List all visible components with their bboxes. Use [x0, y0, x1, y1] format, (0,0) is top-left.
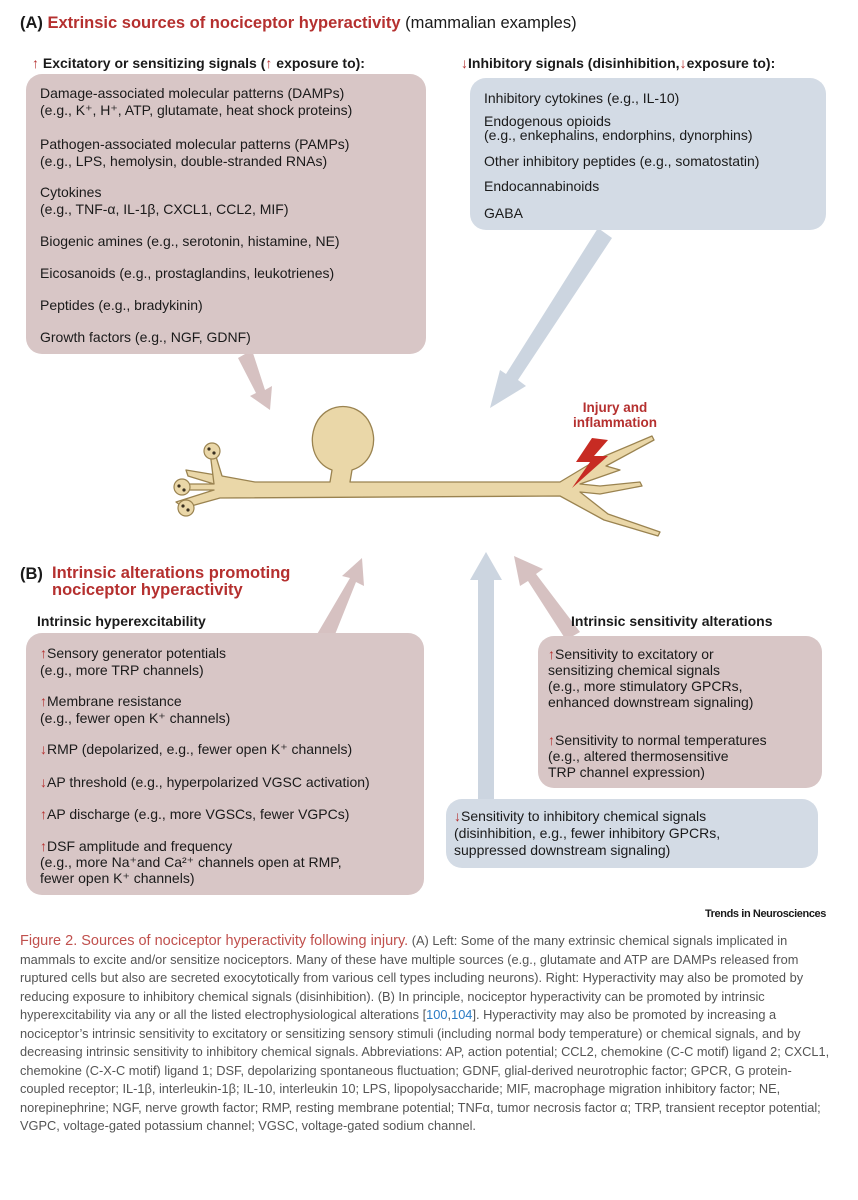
lightning-bolt-icon	[572, 438, 608, 488]
arrow-inhibitory-to-neuron	[490, 228, 612, 408]
ending-dots	[177, 447, 216, 512]
hyperexcitability-item: ↑Sensory generator potentials (e.g., mor…	[40, 645, 226, 678]
inhibitory-header: ↓Inhibitory signals (disinhibition,↓expo…	[461, 55, 776, 71]
panel-a-subtitle: (mammalian examples)	[405, 14, 577, 32]
excitatory-header: ↑ Excitatory or sensitizing signals (↑ e…	[32, 55, 365, 71]
inhibitory-item: Other inhibitory peptides (e.g., somatos…	[484, 153, 760, 169]
journal-brand: Trends in Neurosciences	[704, 908, 826, 920]
down-arrow-icon: ↓	[454, 808, 461, 824]
inhibitory-item: Endocannabinoids	[484, 178, 600, 194]
disinhibition-item: ↓Sensitivity to inhibitory chemical sign…	[454, 808, 721, 858]
arrow-sensitivity-to-neuron	[514, 556, 580, 640]
hyperexcitability-item: ↑DSF amplitude and frequency (e.g., more…	[40, 838, 342, 886]
inhibitory-signals-box: Inhibitory cytokines (e.g., IL-10) Endog…	[470, 78, 826, 230]
excitatory-item: Growth factors (e.g., NGF, GDNF)	[40, 329, 251, 345]
arrow-excitatory-to-neuron	[238, 350, 272, 410]
injury-label: Injury and inflammation	[572, 400, 657, 430]
up-arrow-icon: ↑	[265, 55, 273, 71]
excitatory-item: Cytokines (e.g., TNF-α, IL-1β, CXCL1, CC…	[40, 184, 289, 217]
inhibitory-item: Inhibitory cytokines (e.g., IL-10)	[484, 90, 680, 106]
up-arrow-icon: ↑	[548, 732, 555, 748]
arrow-hyperexcitability-to-neuron	[316, 558, 364, 642]
excitatory-signals-box: Damage-associated molecular patterns (DA…	[26, 74, 426, 354]
caption-body: (A) Left: Some of the many extrinsic che…	[20, 933, 804, 1022]
excitatory-item: Biogenic amines (e.g., serotonin, histam…	[40, 233, 340, 249]
up-arrow-icon: ↑	[40, 838, 47, 854]
panel-b-label: (B)	[20, 565, 43, 583]
sensitivity-header: Intrinsic sensitivity alterations	[571, 613, 773, 629]
up-arrow-icon: ↑	[32, 55, 39, 71]
caption-body: ]. Hyperactivity may also be promoted by…	[20, 1007, 830, 1133]
citation-link[interactable]: 104	[451, 1007, 473, 1022]
excitatory-item: Damage-associated molecular patterns (DA…	[40, 85, 353, 118]
caption-title: Figure 2. Sources of nociceptor hyperact…	[20, 933, 409, 949]
disinhibition-box: ↓Sensitivity to inhibitory chemical sign…	[446, 799, 818, 868]
neuron-endings	[173, 442, 221, 517]
up-arrow-icon: ↑	[40, 806, 47, 822]
citation-link[interactable]: 100	[426, 1007, 448, 1022]
panel-a-title: (A) Extrinsic sources of nociceptor hype…	[20, 14, 577, 33]
panel-b-heading: Intrinsic alterations promoting nocicept…	[52, 564, 291, 599]
sensitivity-alterations-box: ↑Sensitivity to excitatory or sensitizin…	[538, 636, 822, 788]
hyperexcitability-item: ↓AP threshold (e.g., hyperpolarized VGSC…	[40, 774, 370, 790]
panel-a-heading: Extrinsic sources of nociceptor hyperact…	[47, 14, 401, 32]
excitatory-item: Peptides (e.g., bradykinin)	[40, 297, 203, 313]
panel-b-title: (B)	[20, 565, 43, 583]
down-arrow-icon: ↓	[461, 55, 468, 71]
excitatory-item: Pathogen-associated molecular patterns (…	[40, 136, 350, 169]
excitatory-item: Eicosanoids (e.g., prostaglandins, leuko…	[40, 265, 335, 281]
figure-caption: Figure 2. Sources of nociceptor hyperact…	[20, 933, 830, 1133]
inhibitory-item: GABA	[484, 205, 523, 221]
inhibitory-item: Endogenous opioids (e.g., enkephalins, e…	[484, 113, 753, 143]
hyperexcitability-item: ↓RMP (depolarized, e.g., fewer open K⁺ c…	[40, 741, 353, 757]
hyperexcitability-item: ↑AP discharge (e.g., more VGSCs, fewer V…	[40, 806, 350, 822]
hyperexcitability-item: ↑Membrane resistance (e.g., fewer open K…	[40, 693, 231, 726]
hyperexcitability-box: ↑Sensory generator potentials (e.g., mor…	[26, 633, 424, 895]
down-arrow-icon: ↓	[679, 55, 687, 71]
sensitivity-item: ↑Sensitivity to normal temperatures (e.g…	[548, 732, 767, 780]
down-arrow-icon: ↓	[40, 741, 47, 757]
panel-a-label: (A)	[20, 14, 43, 32]
arrow-disinhibition-to-neuron	[470, 552, 502, 804]
up-arrow-icon: ↑	[548, 646, 555, 662]
down-arrow-icon: ↓	[40, 774, 47, 790]
up-arrow-icon: ↑	[40, 645, 47, 661]
sensitivity-item: ↑Sensitivity to excitatory or sensitizin…	[548, 646, 754, 710]
up-arrow-icon: ↑	[40, 693, 47, 709]
hyperexcitability-header: Intrinsic hyperexcitability	[37, 613, 206, 629]
